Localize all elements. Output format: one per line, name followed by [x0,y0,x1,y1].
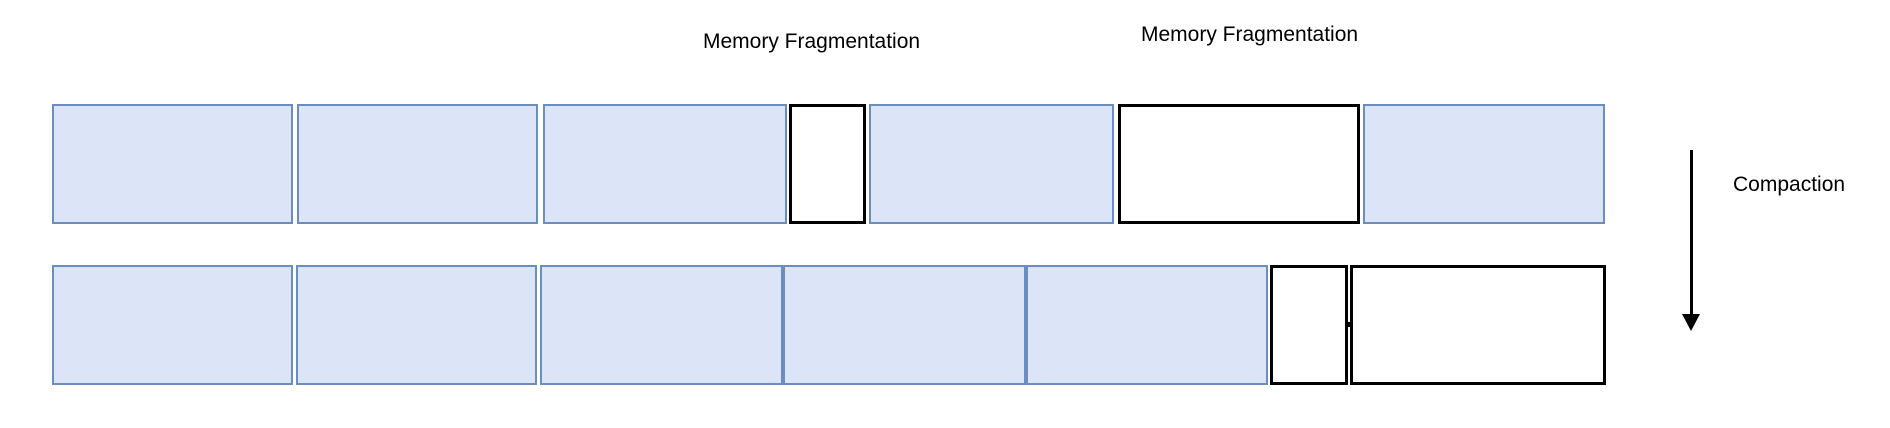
used-memory-block[interactable] [1363,104,1605,224]
used-memory-block[interactable] [540,265,783,385]
used-memory-block[interactable] [52,104,293,224]
fragmentation-label-2: Memory Fragmentation [1141,23,1359,46]
free-memory-block[interactable] [1118,104,1360,224]
used-memory-block[interactable] [1026,265,1268,385]
used-memory-block[interactable] [869,104,1114,224]
used-memory-block[interactable] [543,104,787,224]
free-memory-block[interactable] [789,104,866,224]
free-block-divider-tick [1347,322,1352,327]
compaction-arrow-shaft [1690,150,1693,316]
used-memory-block[interactable] [52,265,293,385]
free-memory-block[interactable] [1350,265,1606,385]
used-memory-block[interactable] [783,265,1026,385]
free-memory-block[interactable] [1270,265,1348,385]
compaction-label: Compaction [1733,173,1846,196]
used-memory-block[interactable] [297,104,538,224]
used-memory-block[interactable] [296,265,537,385]
fragmentation-label-1: Memory Fragmentation [703,30,921,53]
compaction-arrow-head [1682,314,1700,331]
